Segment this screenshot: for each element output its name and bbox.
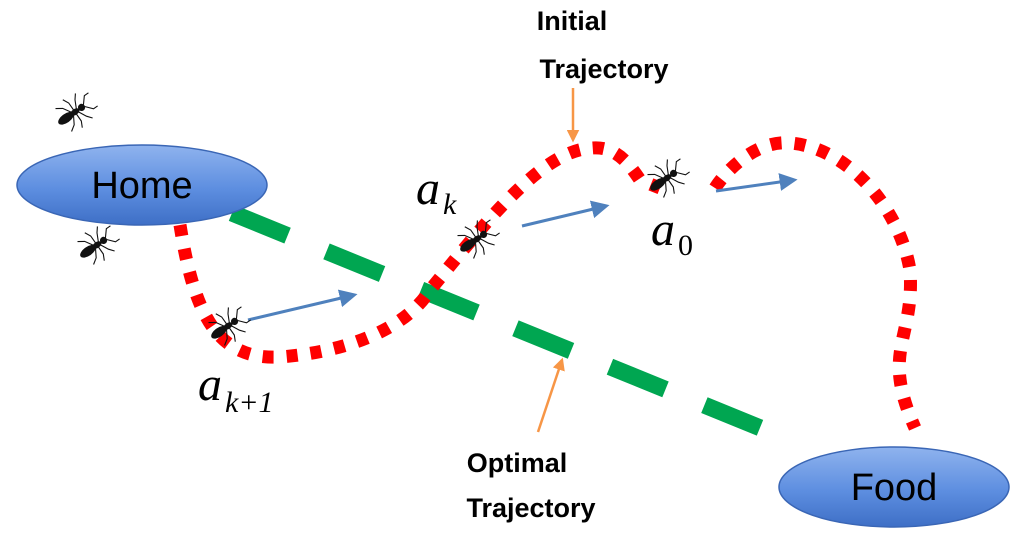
ant-direction-arrow [715, 173, 798, 193]
ant-icon [70, 217, 126, 271]
label-a-0: a 0 [651, 203, 693, 262]
initial-trajectory [173, 136, 921, 431]
label-a-k: a k [416, 162, 457, 221]
home-label: Home [91, 165, 192, 207]
label-a-k-plus-1: a k+1 [198, 358, 274, 419]
optimal-callout-arrow [536, 357, 565, 433]
optimal-trajectory-label-line1: Optimal [467, 448, 568, 478]
food-node: Food [778, 446, 1010, 528]
optimal-trajectory [228, 205, 794, 448]
svg-text:a: a [651, 203, 675, 256]
svg-text:k: k [443, 188, 457, 221]
food-label: Food [851, 467, 938, 509]
svg-text:a: a [416, 162, 440, 215]
optimal-trajectory-label-line2: Trajectory [466, 493, 595, 523]
home-node: Home [16, 144, 268, 226]
ant-direction-arrow [247, 289, 358, 322]
svg-text:a: a [198, 358, 222, 411]
svg-text:0: 0 [678, 229, 693, 262]
ant-icon [640, 150, 696, 204]
ant-direction-arrow [521, 200, 610, 228]
ant-icon [450, 211, 506, 265]
initial-trajectory-label-line2: Trajectory [539, 54, 668, 84]
svg-text:k+1: k+1 [225, 386, 274, 419]
initial-trajectory-label-line1: Initial [537, 6, 608, 36]
ant-icon [48, 84, 104, 138]
